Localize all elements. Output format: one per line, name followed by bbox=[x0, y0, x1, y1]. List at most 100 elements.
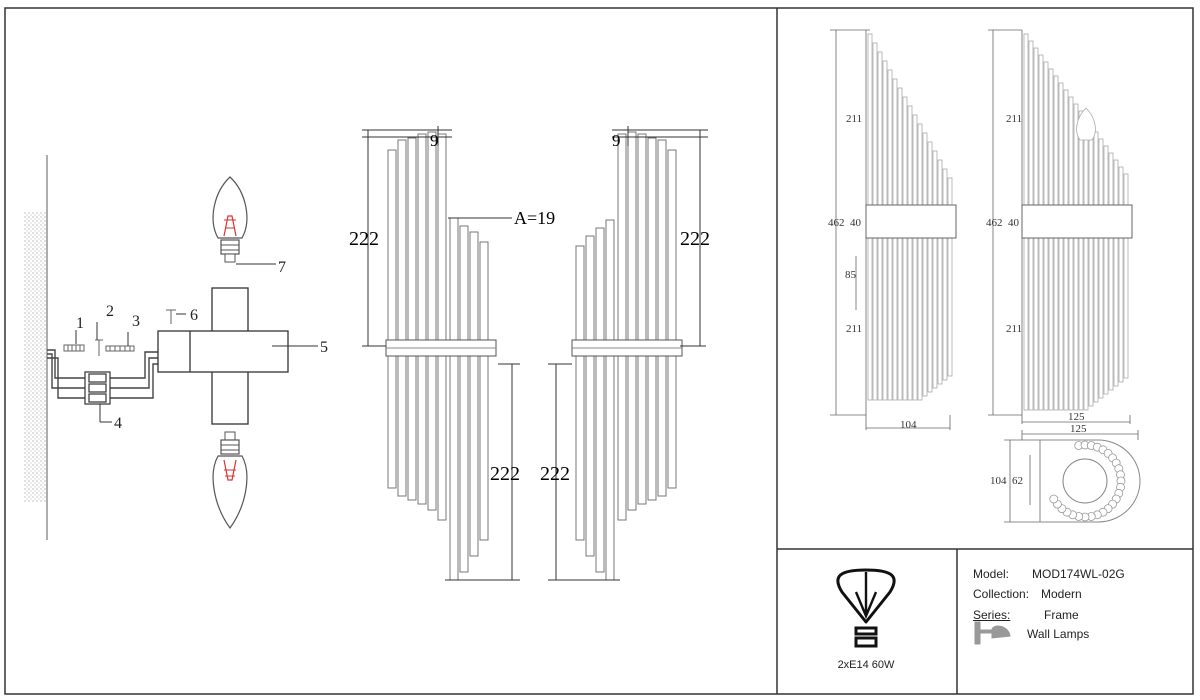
mirror-rod bbox=[585, 235, 595, 557]
mirror-rod bbox=[595, 227, 605, 573]
series-value: Frame bbox=[1044, 608, 1079, 622]
side-right-dim-upper: 211 bbox=[1006, 113, 1022, 125]
side-view-left: 211 462 40 85 211 104 bbox=[828, 29, 957, 431]
side-right-rod bbox=[1058, 82, 1064, 411]
side-left-dim-total: 462 bbox=[828, 217, 845, 229]
side-left-dim-band: 40 bbox=[850, 217, 862, 229]
wiring bbox=[47, 349, 158, 399]
mirror-rod bbox=[605, 219, 615, 581]
front-rod bbox=[407, 137, 417, 501]
side-right-rod bbox=[1118, 166, 1124, 383]
collection-label: Collection: bbox=[973, 587, 1030, 601]
wall-hatch bbox=[24, 212, 46, 502]
side-left-band bbox=[865, 204, 957, 239]
side-left-rod bbox=[892, 78, 898, 401]
part-label-3: 3 bbox=[132, 313, 140, 330]
front-rod bbox=[459, 225, 469, 573]
model-value: MOD174WL-02G bbox=[1032, 567, 1125, 581]
mirror-dim-top-offset: 9 bbox=[612, 131, 621, 150]
side-left-dim-width: 104 bbox=[900, 419, 917, 431]
side-left-dim-lower: 211 bbox=[846, 323, 862, 335]
side-right-rod bbox=[1078, 110, 1084, 411]
mirror-dim-lower: 222 bbox=[540, 463, 570, 485]
side-right-rod bbox=[1093, 131, 1099, 403]
side-left-rod bbox=[907, 105, 913, 401]
series-label: Series: bbox=[973, 608, 1011, 622]
front-rod bbox=[387, 149, 397, 489]
front-rod bbox=[437, 133, 447, 521]
side-left-rod bbox=[927, 141, 933, 393]
side-right-rod bbox=[1083, 117, 1089, 411]
front-rod bbox=[417, 133, 427, 505]
side-right-rod bbox=[1123, 173, 1129, 379]
top-view-rod bbox=[1049, 494, 1059, 504]
side-left-rod bbox=[947, 177, 953, 377]
top-view-dimensions bbox=[1004, 430, 1139, 523]
top-dim-inner: 62 bbox=[1012, 475, 1023, 487]
front-dimensions bbox=[362, 126, 520, 581]
part-label-2: 2 bbox=[106, 303, 114, 320]
mirror-rod bbox=[637, 133, 647, 505]
front-rod bbox=[427, 131, 437, 511]
front-rod bbox=[397, 139, 407, 497]
model-label: Model: bbox=[973, 567, 1010, 581]
part-label-1: 1 bbox=[76, 315, 84, 332]
top-view-rods bbox=[1049, 440, 1126, 522]
screw-long bbox=[105, 345, 135, 352]
mirror-rod bbox=[667, 149, 677, 489]
side-right-dim-band: 40 bbox=[1008, 217, 1020, 229]
mirror-dim-upper: 222 bbox=[680, 228, 710, 250]
side-right-rod bbox=[1108, 152, 1114, 391]
top-view: 125 104 62 bbox=[990, 423, 1141, 523]
top-view-hub bbox=[1062, 458, 1108, 504]
collection-value: Modern bbox=[1041, 587, 1082, 601]
part-label-7: 7 bbox=[278, 259, 286, 276]
assembly-view: 1 2 3 4 5 6 7 bbox=[24, 155, 328, 540]
side-right-bulb-outline bbox=[1076, 107, 1096, 141]
wall-anchor bbox=[63, 344, 85, 352]
side-left-rod bbox=[912, 114, 918, 401]
lamp-type: Wall Lamps bbox=[1027, 627, 1090, 641]
sheet-frame bbox=[4, 7, 1194, 695]
side-left-dim-upper: 211 bbox=[846, 113, 862, 125]
front-dim-upper: 222 bbox=[349, 228, 379, 250]
mirror-rod bbox=[617, 133, 627, 521]
side-right-dim-total: 462 bbox=[986, 217, 1003, 229]
mounting-box bbox=[157, 287, 289, 425]
part-label-4: 4 bbox=[114, 415, 122, 432]
front-rod bbox=[449, 217, 459, 581]
side-left-rod bbox=[937, 159, 943, 385]
side-left-rod bbox=[917, 123, 923, 401]
side-left-rod bbox=[942, 168, 948, 381]
front-dim-rod: A=19 bbox=[514, 208, 555, 228]
part-leaders bbox=[75, 263, 318, 423]
terminal-block bbox=[84, 371, 111, 405]
side-left-rod bbox=[902, 96, 908, 401]
side-right-rod bbox=[1063, 89, 1069, 411]
bulb-upper bbox=[212, 176, 248, 263]
mirror-rod bbox=[575, 245, 585, 541]
side-right-rod bbox=[1103, 145, 1109, 395]
side-right-dimensions bbox=[988, 29, 1131, 424]
screw-small bbox=[95, 339, 103, 356]
part-label-6: 6 bbox=[190, 307, 198, 324]
side-right-rod bbox=[1053, 75, 1059, 411]
mirror-rod bbox=[627, 131, 637, 511]
wall-lamp-icon bbox=[974, 621, 1011, 645]
front-rod bbox=[469, 231, 479, 557]
bulb-spec: 2xE14 60W bbox=[838, 659, 895, 671]
side-left-dim-mid: 85 bbox=[845, 269, 857, 281]
side-right-rod bbox=[1113, 159, 1119, 387]
side-right-rod bbox=[1068, 96, 1074, 411]
side-right-dim-width: 125 bbox=[1068, 411, 1085, 423]
mirror-dimensions bbox=[548, 126, 708, 581]
bulb-icon bbox=[836, 568, 896, 648]
front-view: 9 222 A=19 222 bbox=[349, 126, 555, 581]
side-view-right: 211 462 40 211 125 bbox=[986, 29, 1133, 424]
side-right-band bbox=[1021, 204, 1133, 239]
mirror-view: 9 222 222 bbox=[540, 126, 710, 581]
side-left-rod bbox=[932, 150, 938, 389]
bulb-lower bbox=[212, 431, 248, 530]
part-label-5: 5 bbox=[320, 339, 328, 356]
